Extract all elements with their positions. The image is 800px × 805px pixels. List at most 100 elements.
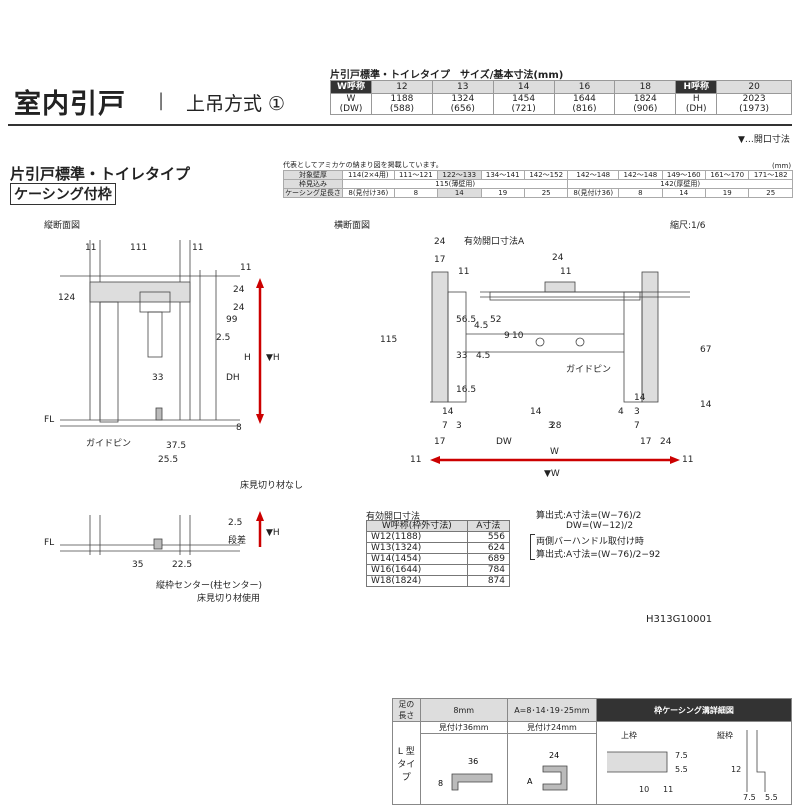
dim-label: 56.5 (456, 315, 476, 325)
dim-label: 111 (130, 243, 147, 253)
formula-4: 算出式:A寸法=(W−76)/2−92 (536, 550, 661, 560)
dim-label: 33 (152, 373, 163, 383)
dim-label: A (527, 777, 533, 786)
opening-note: ▼…開口寸法 (738, 135, 790, 145)
casing-sub-24: 見付け24mm (506, 721, 598, 734)
spec-cell: 142〜148 (567, 170, 620, 180)
spec-cell: 14 (661, 188, 706, 198)
spec-caption: 代表としてアミカケの納まり図を掲載しています。 (283, 161, 443, 169)
casing-type: L 型 タイプ (392, 721, 421, 805)
spec-cell: 25 (523, 188, 569, 198)
dim-label: 11 (240, 263, 251, 273)
formula-2: DW=(W−12)/2 (566, 521, 634, 531)
casing-detail-cell: 上枠 縦枠 7.5 5.5 10 11 12 7.5 5.5 (596, 721, 792, 805)
dim-label: 5.5 (675, 765, 688, 774)
dim-label: 17 (640, 437, 651, 447)
scale-label: 縮尺:1/6 (670, 221, 706, 231)
dim-label: 24 (434, 237, 446, 247)
h-label: H(DH) (675, 93, 718, 115)
dim-label: 11 (663, 785, 673, 794)
dim-label: H (244, 353, 251, 363)
opening-w: W16(1644) (366, 564, 468, 576)
dim-label: 8 (236, 423, 242, 433)
spec-cell: 8 (393, 188, 439, 198)
dim-label: 37.5 (166, 441, 186, 451)
opening-w: W14(1454) (366, 553, 468, 565)
w-col-16: 16 (553, 80, 616, 94)
dim-label: 28 (550, 421, 562, 431)
casing-a-drawing: 24 A (527, 751, 568, 791)
dim-label: 14 (530, 407, 542, 417)
dim-label: 67 (700, 345, 711, 355)
spec-cell: 114(2×4用) (342, 170, 395, 180)
dim-label: DH (226, 373, 240, 383)
spec-cell: 122〜133 (437, 170, 482, 180)
spec-row-label: ケーシング足長さ (283, 188, 343, 198)
formula-3: 両側バーハンドル取付け時 (536, 537, 644, 547)
opening-a: 689 (466, 553, 511, 565)
dim-label: 24 (549, 751, 559, 760)
dim-label: 有効開口寸法A (464, 235, 525, 247)
w-col-12: 12 (371, 80, 433, 94)
spec-cell: 142(厚壁用) (567, 179, 793, 189)
spec-cell: 149〜160 (661, 170, 706, 180)
title-separator: | (158, 90, 165, 111)
spec-cell: 161〜170 (704, 170, 750, 180)
spec-cell: 8 (618, 188, 663, 198)
dim-label: FL (44, 538, 54, 548)
dim-label: 3 (634, 407, 640, 417)
opening-a: 874 (466, 575, 511, 587)
dim-label: 2.5 (216, 333, 230, 343)
spec-cell: 19 (704, 188, 750, 198)
opening-a: 556 (466, 531, 511, 543)
dim-label: 11 (458, 267, 469, 277)
dim-label: 11 (410, 455, 421, 465)
horizontal-section-title: 横断面図 (334, 221, 371, 231)
size-table: W呼称 12 13 14 16 18 H呼称 20 W(DW) 1188(588… (330, 80, 792, 115)
vertical-section-title: 縦断面図 (44, 221, 81, 231)
casing-a-header: A=8･14･19･25mm (506, 698, 598, 722)
dim-label: 99 (226, 315, 238, 325)
w-open-label: ▼W (544, 469, 560, 479)
drawing-code: H313G10001 (646, 614, 713, 625)
opening-title: 有効開口寸法 (366, 512, 421, 522)
horizontal-section-drawing: 24 有効開口寸法A 17 24 11 11 115 56.5 52 4.5 3… (380, 235, 712, 479)
dim-label: 11 (682, 455, 693, 465)
w-col-18: 18 (614, 80, 677, 94)
dim-label: 段差 (228, 534, 246, 546)
spec-unit: (mm) (772, 162, 792, 170)
casing-sub-36: 見付け36mm (419, 721, 508, 734)
section-title: 片引戸標準・トイレタイプ (10, 165, 191, 183)
spec-cell: 19 (480, 188, 525, 198)
dim-label: DW (496, 437, 512, 447)
guide-pin-label: ガイドピン (86, 438, 131, 449)
dim-label: 24 (552, 253, 564, 263)
casing-8-header: 8mm (419, 698, 508, 722)
dim-label: 10 (639, 785, 649, 794)
w-value: 1324(656) (431, 93, 494, 115)
spec-cell: 134〜141 (480, 170, 525, 180)
dim-label: 24 (233, 285, 245, 295)
spec-row-label: 枠見込み (283, 179, 343, 189)
casing-leg-header: 足の長さ (392, 698, 421, 722)
w-header: W呼称 (330, 80, 372, 94)
casing-36-cell: 36 8 (419, 733, 508, 805)
spec-table: 対象壁厚 114(2×4用) 111〜121 122〜133 134〜141 1… (283, 170, 793, 198)
header-rule (8, 124, 792, 126)
opening-w: W18(1824) (366, 575, 468, 587)
spec-cell: 115(薄壁用) (341, 179, 569, 189)
h-header: H呼称 (675, 80, 718, 94)
casing-detail-drawing: 上枠 縦枠 7.5 5.5 10 11 12 7.5 5.5 (607, 730, 778, 802)
dim-label: 124 (58, 293, 75, 303)
frame-center-note: 縦枠センター(柱センター) (156, 581, 263, 591)
w-value: 1644(816) (553, 93, 616, 115)
dim-label: FL (44, 415, 54, 425)
w-col-13: 13 (431, 80, 494, 94)
dim-label: 14 (700, 400, 712, 410)
spec-cell: 14 (437, 188, 482, 198)
spec-cell: 142〜148 (618, 170, 663, 180)
spec-row-label: 対象壁厚 (283, 170, 343, 180)
dim-label: 14 (634, 393, 646, 403)
dim-label: 17 (434, 255, 445, 265)
dim-label: 33 (456, 351, 467, 361)
